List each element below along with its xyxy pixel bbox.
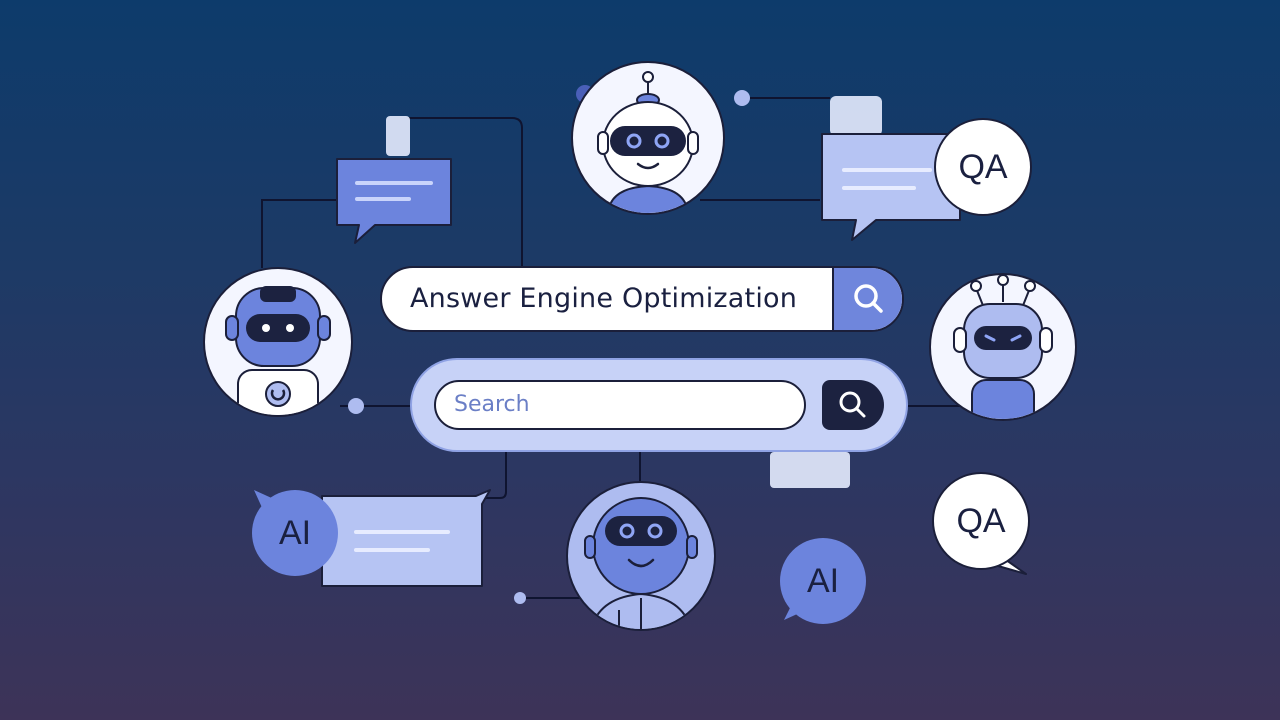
search-icon — [854, 284, 883, 313]
headline-search-text: Answer Engine Optimization — [410, 283, 798, 314]
chat-bubble-icon — [336, 158, 452, 244]
robot-avatar — [203, 267, 353, 417]
search-button[interactable] — [822, 380, 884, 430]
qa-bubble-text: QA — [956, 501, 1006, 540]
ai-bubble-text: AI — [278, 513, 312, 552]
qa-bubble: QA — [932, 472, 1030, 570]
search-input[interactable]: Search — [434, 380, 806, 430]
headline-search-button[interactable] — [832, 268, 902, 330]
ai-bubble: AI — [780, 538, 866, 624]
headline-search-bar[interactable]: Answer Engine Optimization — [380, 266, 904, 332]
search-placeholder: Search — [454, 392, 530, 417]
search-icon — [839, 391, 866, 418]
ai-bubble-text: AI — [806, 561, 840, 600]
ai-bubble: AI — [252, 490, 338, 576]
chat-bubble-icon — [321, 489, 491, 587]
qa-bubble-text: QA — [958, 147, 1008, 186]
robot-avatar — [929, 273, 1077, 421]
robot-avatar — [566, 481, 716, 631]
qa-bubble: QA — [934, 118, 1032, 216]
robot-avatar — [571, 61, 725, 215]
